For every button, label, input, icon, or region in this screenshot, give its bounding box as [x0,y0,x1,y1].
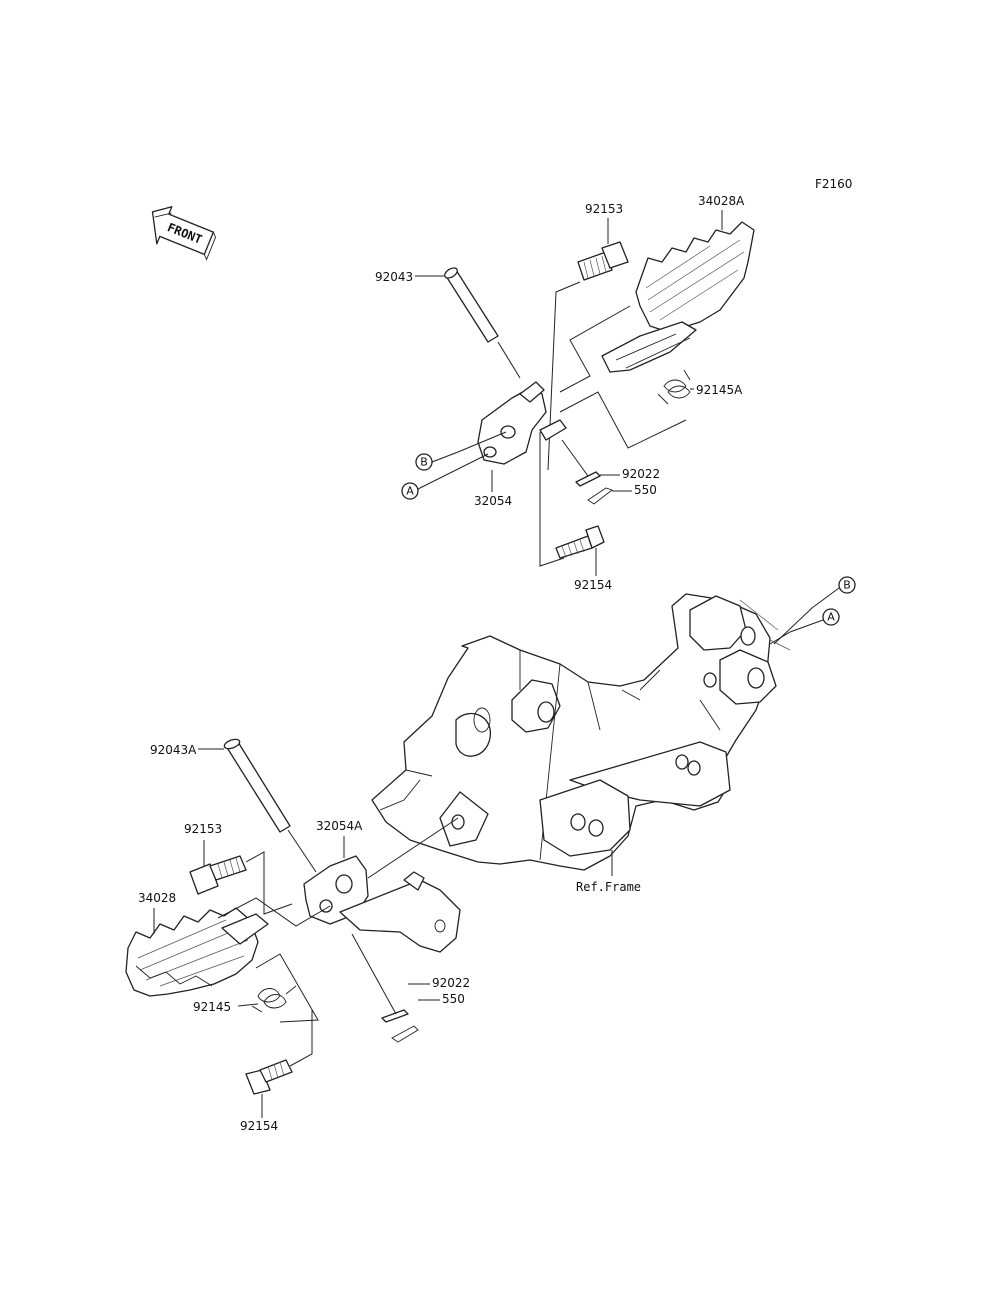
callout-a-frame-label: A [827,611,835,624]
callout-b-frame-label: B [843,579,851,592]
frame-reference [371,593,791,871]
spring-92145 [251,985,297,1013]
bolt-92154-bottom [245,1059,293,1095]
pin-92043 [444,267,521,379]
part-label-32054A: 32054A [316,819,363,833]
bracket-32054 [477,381,567,465]
part-label-92022-top: 92022 [622,467,660,481]
part-label-92154-top: 92154 [574,578,612,592]
part-label-32054: 32054 [474,494,512,508]
bolt-92153-bottom [189,855,247,895]
part-label-92043: 92043 [375,270,413,284]
bolt-92154-top [555,525,605,559]
cotter-pin-550-top [587,487,613,505]
part-label-92145: 92145 [193,1000,231,1014]
bolt-92153-top [577,241,629,281]
cotter-pin-550-bottom [391,1025,419,1043]
washer-92022-bottom [381,1009,409,1023]
callout-b-upper-label: B [420,456,428,469]
callout-b-frame [838,576,856,594]
diagram-ref-code: F2160 [815,177,852,191]
part-label-92022-bottom: 92022 [432,976,470,990]
spring-92145A [657,369,691,405]
bracket-32054A [303,855,461,953]
washer-92022-top [575,471,601,487]
part-label-550-bottom: 550 [442,992,465,1006]
pin-92043A [223,738,317,873]
part-label-92043A: 92043A [150,743,197,757]
callout-a-upper-label: A [406,485,414,498]
part-label-92154-bottom: 92154 [240,1119,278,1133]
footrest-34028 [125,907,269,997]
part-label-34028A: 34028A [698,194,745,208]
part-label-34028: 34028 [138,891,176,905]
part-label-ref-frame: Ref.Frame [576,880,641,894]
callout-a-frame [822,608,840,626]
part-label-550-top: 550 [634,483,657,497]
callout-a-upper [401,482,419,500]
part-label-92153-top: 92153 [585,202,623,216]
part-label-92153-bottom: 92153 [184,822,222,836]
part-label-92145A: 92145A [696,383,743,397]
front-arrow-icon: FRONT [151,206,217,261]
footrest-34028A [601,221,755,373]
